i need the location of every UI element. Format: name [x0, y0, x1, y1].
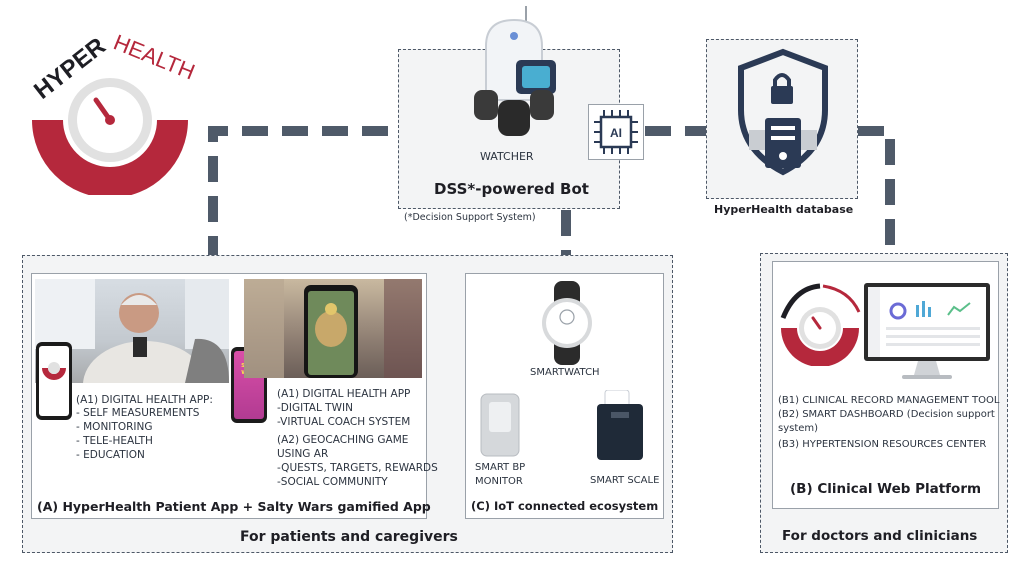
smartwatch-icon [532, 281, 602, 365]
patients-section-title: For patients and caregivers [240, 529, 458, 545]
bp-monitor-label-2: MONITOR [475, 476, 523, 487]
a2-line-1: USING AR [277, 448, 329, 460]
a1-right-title: (A1) DIGITAL HEALTH APP [277, 388, 411, 400]
monitor-dashboard [862, 281, 992, 381]
smart-scale-icon [595, 389, 647, 462]
robot-name: WATCHER [480, 150, 534, 163]
bot-title: DSS*-powered Bot [434, 180, 589, 198]
phone-hyperhealth-app [36, 342, 72, 420]
a1-left-title: (A1) DIGITAL HEALTH APP: [76, 394, 213, 406]
patient-app-caption: (A) HyperHealth Patient App + Salty Wars… [37, 499, 431, 514]
smartwatch-label: SMARTWATCH [530, 367, 600, 378]
a1-right-item-2: -VIRTUAL COACH SYSTEM [277, 416, 411, 428]
bp-monitor-icon [477, 392, 523, 458]
iot-caption: (C) IoT connected ecosystem [471, 499, 659, 513]
a1-left-item-2: - MONITORING [76, 421, 153, 433]
ai-chip-icon: AI [588, 104, 644, 160]
logo-health: HEALTH [110, 29, 197, 84]
hyperhealth-logo: HYPER HEALTH [22, 20, 198, 198]
a1-left-item-1: - SELF MEASUREMENTS [76, 407, 200, 419]
connector-patients-bot [208, 126, 398, 262]
clinicians-section-title: For doctors and clinicians [782, 528, 978, 544]
a2-title: (A2) GEOCACHING GAME [277, 434, 409, 446]
clinical-item-2: (B2) SMART DASHBOARD (Decision support [778, 409, 995, 420]
ai-chip-label: AI [610, 126, 622, 140]
a2-line-2: -QUESTS, TARGETS, REWARDS [277, 462, 438, 474]
a1-left-item-3: - TELE-HEALTH [76, 435, 153, 447]
ar-game-photo [244, 279, 422, 378]
bp-monitor-label-1: SMART BP [475, 462, 526, 473]
clinical-caption: (B) Clinical Web Platform [790, 481, 982, 497]
a2-line-3: -SOCIAL COMMUNITY [277, 476, 388, 488]
a1-left-item-4: - EDUCATION [76, 449, 145, 461]
database-label: HyperHealth database [714, 203, 854, 216]
robot-icon [472, 4, 562, 139]
connector-db-clinicians [858, 126, 895, 262]
shield-database-icon [733, 48, 833, 178]
clinical-item-3: system) [778, 423, 819, 434]
smart-scale-label: SMART SCALE [590, 475, 660, 486]
clinical-logo [775, 276, 865, 367]
bot-footnote: (*Decision Support System) [404, 212, 536, 223]
clinical-item-1: (B1) CLINICAL RECORD MANAGEMENT TOOL [778, 395, 1000, 406]
clinical-item-4: (B3) HYPERTENSION RESOURCES CENTER [778, 439, 987, 450]
a1-right-item-1: -DIGITAL TWIN [277, 402, 353, 414]
